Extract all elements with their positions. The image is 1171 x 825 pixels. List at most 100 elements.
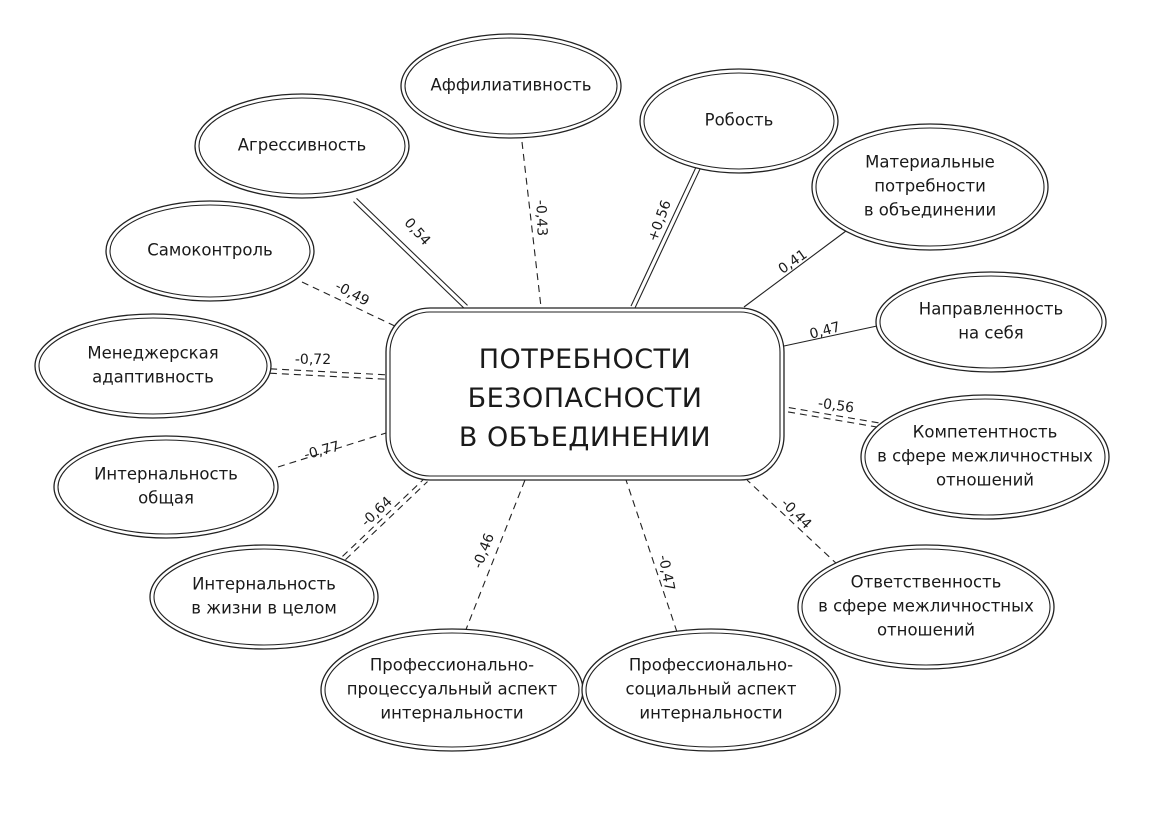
connector-self-orientation: 0,47	[783, 319, 878, 347]
node-ellipse-inner	[198, 97, 406, 195]
connector-line	[345, 481, 428, 560]
coefficient-label-aggression: 0,54	[401, 215, 434, 249]
connector-internality-general: -0,77	[277, 432, 387, 468]
node-label-line: в сфере межличностных	[818, 597, 1034, 616]
node-ellipse	[34, 313, 272, 419]
connector-line	[342, 478, 425, 557]
node-label-line: на себя	[958, 324, 1023, 343]
node-ellipse	[194, 93, 410, 199]
node-label-line: потребности	[874, 177, 986, 196]
node-label-line: Самоконтроль	[147, 241, 272, 260]
node-label-line: социальный аспект	[626, 680, 797, 699]
connector-affiliation: -0,43	[521, 141, 550, 308]
connector-line	[625, 479, 678, 633]
center-node: ПОТРЕБНОСТИ БЕЗОПАСНОСТИ В ОБЪЕДИНЕНИИ	[385, 307, 785, 481]
connector-aggression: 0,54	[353, 198, 468, 309]
node-ellipse-inner	[404, 37, 618, 135]
node-ellipse-inner	[879, 275, 1103, 369]
node-affiliation: Аффилиативность	[400, 33, 622, 139]
node-ellipse-inner	[57, 439, 275, 535]
node-label-line: Материальные	[865, 153, 995, 172]
connector-manager-adaptivity: -0,72	[269, 352, 387, 380]
connector-line	[521, 141, 542, 308]
node-ellipse	[811, 123, 1049, 251]
coefficient-label-self-control: -0,49	[332, 278, 372, 309]
connector-line	[746, 479, 839, 566]
coefficient-label-internality-life: -0,64	[358, 494, 395, 530]
node-label-line: Профессионально-	[370, 656, 534, 675]
connector-timidity: +0,56	[630, 164, 702, 309]
node-label-line: отношений	[877, 621, 975, 640]
node-manager-adaptivity: Менеджерская адаптивность	[34, 313, 272, 419]
connector-line	[464, 479, 526, 633]
node-label-line: Агрессивность	[238, 136, 366, 155]
node-prof-process: Профессионально-процессуальный аспект инт…	[320, 628, 584, 752]
node-label-line: в жизни в целом	[191, 599, 337, 618]
connector-line	[630, 164, 698, 307]
nodes-layer: АффилиативностьРобостьАгрессивностьМатер…	[34, 33, 1110, 752]
connector-interpersonal-responsibility: -0,44	[746, 479, 839, 566]
edges-layer: -0,43 +0,56 0,54 0,41 -0,49 0,47 -0,72 -0,56 -0,…	[269, 141, 891, 633]
node-ellipse-inner	[585, 632, 837, 748]
connector-line	[353, 201, 465, 309]
coefficient-label-prof-social: -0,47	[655, 554, 678, 593]
node-label-line: интернальности	[380, 704, 523, 723]
node-interpersonal-responsibility: Ответственность в сфере межличностных отно…	[797, 544, 1055, 670]
node-label-line: адаптивность	[92, 368, 214, 387]
connector-prof-process: -0,46	[464, 479, 526, 633]
node-ellipse-inner	[643, 72, 835, 170]
node-label-line: Менеджерская	[87, 344, 218, 363]
node-label-line: процессуальный аспект	[347, 680, 558, 699]
node-ellipse	[860, 394, 1110, 520]
node-label-line: интернальности	[639, 704, 782, 723]
node-ellipse-inner	[324, 632, 580, 748]
node-ellipse-inner	[153, 548, 375, 646]
coefficient-label-manager-adaptivity: -0,72	[295, 352, 331, 368]
connector-line	[634, 166, 702, 309]
node-ellipse	[797, 544, 1055, 670]
connector-material-needs: 0,41	[743, 227, 851, 308]
connector-line	[277, 432, 387, 468]
node-label-line: Компетентность	[913, 423, 1058, 442]
node-timidity: Робость	[639, 68, 839, 174]
node-label-line: Направленность	[919, 300, 1063, 319]
center-title-line-3: В ОБЪЕДИНЕНИИ	[459, 422, 711, 453]
node-ellipse-inner	[815, 127, 1045, 247]
node-self-control: Самоконтроль	[105, 200, 315, 302]
node-label-line: общая	[138, 489, 194, 508]
node-ellipse	[400, 33, 622, 139]
node-prof-social: Профессионально-социальный аспект интерна…	[581, 628, 841, 752]
connector-line	[356, 198, 468, 306]
node-material-needs: Материальные потребности в объединении	[811, 123, 1049, 251]
node-label-line: Робость	[705, 111, 774, 130]
coefficient-label-internality-general: -0,77	[302, 439, 341, 464]
node-label-line: в объединении	[864, 201, 996, 220]
connector-line	[269, 372, 386, 380]
connector-prof-social: -0,47	[625, 479, 678, 633]
node-ellipse-inner	[801, 548, 1051, 666]
node-label-line: Профессионально-	[629, 656, 793, 675]
center-title-line-1: ПОТРЕБНОСТИ	[479, 344, 692, 375]
connector-line	[743, 227, 851, 308]
node-ellipse	[149, 544, 379, 650]
coefficient-label-prof-process: -0,46	[470, 531, 498, 571]
coefficient-label-material-needs: 0,41	[776, 247, 811, 278]
connector-line	[783, 325, 878, 347]
connector-interpersonal-competence: -0,56	[783, 396, 891, 430]
node-aggression: Агрессивность	[194, 93, 410, 199]
coefficient-label-interpersonal-competence: -0,56	[817, 396, 855, 417]
node-label-line: отношений	[936, 471, 1034, 490]
node-internality-life: Интернальность в жизни в целом	[149, 544, 379, 650]
node-self-orientation: Направленность на себя	[875, 271, 1107, 373]
node-ellipse	[875, 271, 1107, 373]
node-ellipse	[53, 435, 279, 539]
node-label-line: в сфере межличностных	[877, 447, 1093, 466]
node-interpersonal-competence: Компетентность в сфере межличностных отнош…	[860, 394, 1110, 520]
connector-line	[270, 368, 387, 376]
connector-internality-life: -0,64	[342, 478, 428, 560]
node-label-line: Интернальность	[192, 575, 336, 594]
node-label-line: Ответственность	[851, 573, 1002, 592]
node-ellipse	[105, 200, 315, 302]
